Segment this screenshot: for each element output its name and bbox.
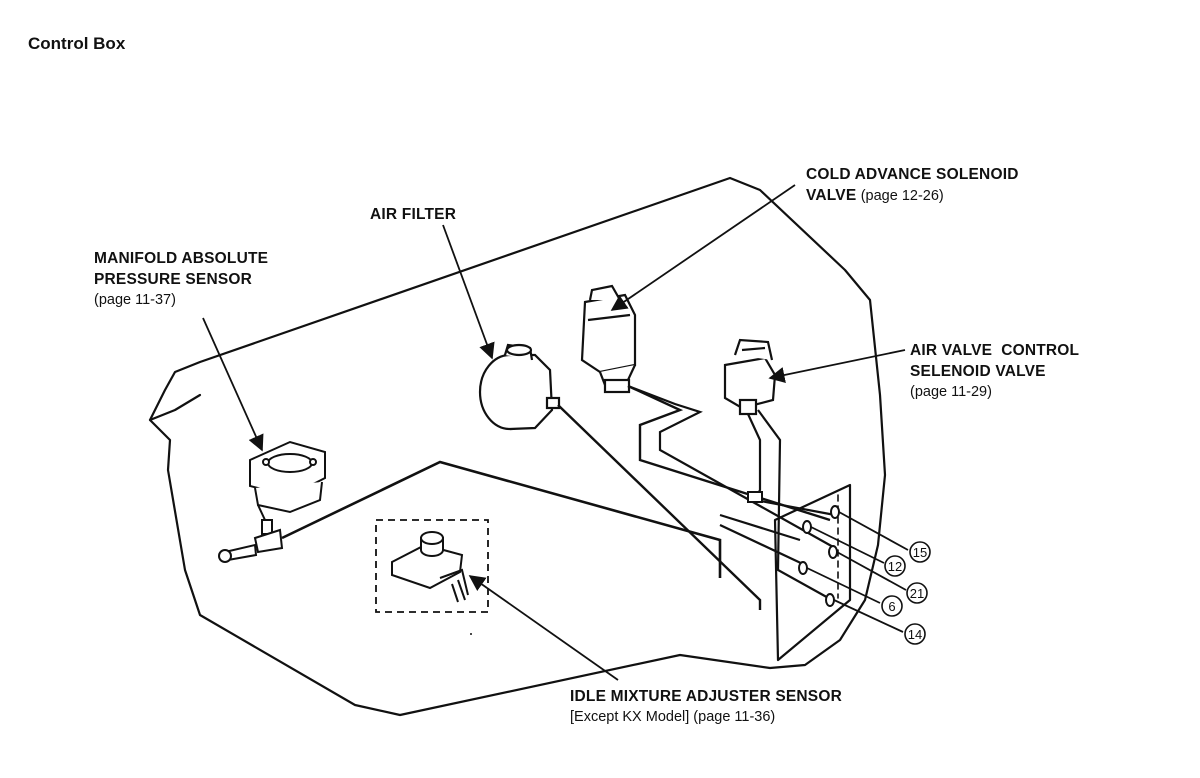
port-number-15 <box>909 541 931 563</box>
port-label-12: 12 <box>888 559 902 574</box>
control-box-outline <box>148 176 887 717</box>
map-sensor-label-line2: PRESSURE SENSOR <box>94 271 253 288</box>
idle-mixture-label: IDLE MIXTURE ADJUSTER SENSOR [Except KX … <box>570 686 842 728</box>
idle-mixture-page-ref: [Except KX Model] (page 11-36) <box>570 709 776 725</box>
air-valve-hose-a <box>747 413 836 517</box>
control-box-lip <box>148 393 202 422</box>
air-filter-leader <box>442 224 495 360</box>
port-number-14 <box>904 623 926 645</box>
map-sensor-label-line1: MANIFOLD ABSOLUTE <box>94 250 269 267</box>
cold-advance-page-ref: (page 12-26) <box>860 188 944 204</box>
cold-advance-label-line1: COLD ADVANCE SOLENOID <box>806 166 1019 183</box>
port-number-circles <box>881 541 931 645</box>
cold-advance-leader <box>610 184 796 311</box>
map-sensor-page-ref: (page 11-37) <box>94 292 176 308</box>
port-label-21: 21 <box>910 586 924 601</box>
air-filter-label-line1: AIR FILTER <box>370 206 457 223</box>
port-label-6: 6 <box>888 599 895 614</box>
cold-advance-label-line2: VALVE <box>806 187 857 204</box>
idle-sensor-box <box>375 519 489 613</box>
port-number-12 <box>884 555 906 577</box>
plate-ports <box>798 505 840 607</box>
idle-mixture-sensor-icon <box>391 531 469 603</box>
idle-mixture-leader <box>468 575 619 681</box>
air-filter-icon <box>478 343 561 431</box>
idle-mixture-label-line1: IDLE MIXTURE ADJUSTER SENSOR <box>570 688 842 705</box>
page-title: Control Box <box>28 34 126 53</box>
cold-advance-hose <box>627 384 831 522</box>
air-valve-label: AIR VALVE CONTROL SELENOID VALVE (page 1… <box>910 340 1079 403</box>
air-filter-label: AIR FILTER <box>370 204 456 225</box>
air-valve-leader <box>768 349 906 383</box>
cold-advance-valve-icon <box>580 284 637 394</box>
air-valve-label-line1: AIR VALVE CONTROL <box>910 342 1080 359</box>
map-sensor-label: MANIFOLD ABSOLUTE PRESSURE SENSOR (page … <box>94 248 268 311</box>
map-hose <box>281 460 722 578</box>
port-number-6 <box>881 595 903 617</box>
air-valve-hose-b <box>757 409 833 601</box>
air-valve-label-line2: SELENOID VALVE <box>910 363 1046 380</box>
map-sensor-leader <box>202 317 264 452</box>
port-label-14: 14 <box>908 627 922 642</box>
air-filter-hose <box>557 404 762 610</box>
air-valve-solenoid-icon <box>723 338 777 416</box>
bulkhead-plate <box>773 483 852 662</box>
air-valve-page-ref: (page 11-29) <box>910 384 992 400</box>
port-label-15: 15 <box>913 545 927 560</box>
map-sensor-icon <box>218 440 326 563</box>
cold-advance-label: COLD ADVANCE SOLENOID VALVE (page 12-26) <box>806 164 1019 207</box>
port-number-21 <box>906 582 928 604</box>
